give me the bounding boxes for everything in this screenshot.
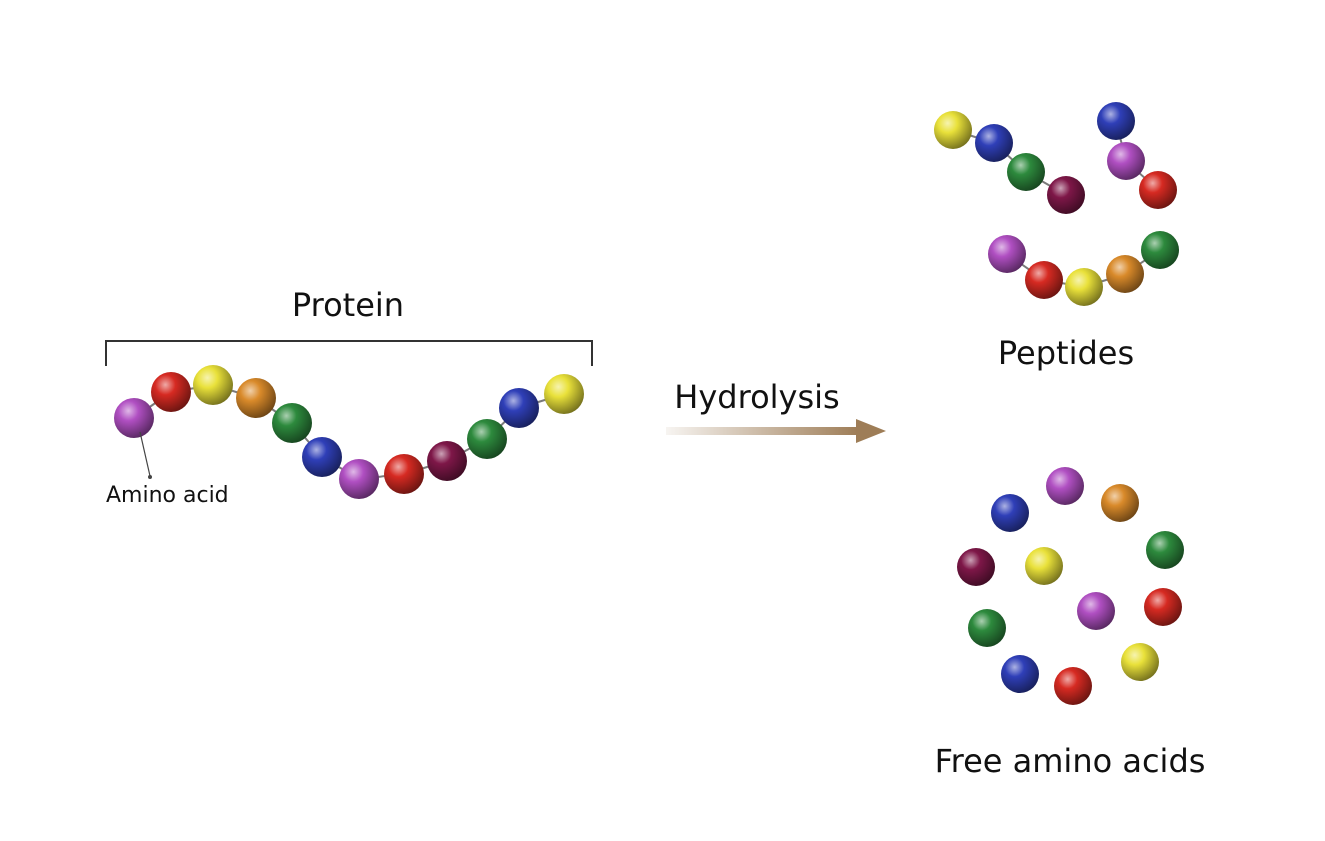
free-amino-acid-green [1146,531,1184,569]
amino-acid-maroon [427,441,467,481]
peptide-amino-acid-yellow [1065,268,1103,306]
amino-acid-orange [236,378,276,418]
hydrolysis-section: Hydrolysis [666,378,886,443]
amino-acid-green [467,419,507,459]
free-amino-acid-blue [991,494,1029,532]
amino-acid-yellow [544,374,584,414]
amino-acid-pointer-dot [148,475,152,479]
free-amino-acids-cluster [957,467,1184,705]
amino-acid-blue [302,437,342,477]
protein-section: Protein Amino acid [105,286,593,508]
free-amino-acid-blue [1001,655,1039,693]
amino-acid-red [151,372,191,412]
peptide-amino-acid-blue [975,124,1013,162]
peptide-amino-acid-maroon [1047,176,1085,214]
amino-acid-red [384,454,424,494]
hydrolysis-arrow-head [856,419,886,443]
hydrolysis-label: Hydrolysis [674,378,839,416]
amino-acid-green [272,403,312,443]
free-amino-acid-yellow [1025,547,1063,585]
peptide-amino-acid-green [1007,153,1045,191]
protein-label: Protein [292,286,404,324]
free-amino-acids-label: Free amino acids [935,742,1206,780]
amino-acid-purple [114,398,154,438]
free-amino-acid-red [1054,667,1092,705]
peptide-amino-acid-red [1025,261,1063,299]
amino-acid-pointer [139,431,151,477]
peptide-amino-acid-red [1139,171,1177,209]
peptide-amino-acid-green [1141,231,1179,269]
protein-chain [114,365,584,499]
peptides-label: Peptides [998,334,1134,372]
free-amino-acid-maroon [957,548,995,586]
free-amino-acid-yellow [1121,643,1159,681]
free-amino-acids-section: Free amino acids [935,467,1206,780]
free-amino-acid-green [968,609,1006,647]
peptide-amino-acid-purple [988,235,1026,273]
peptide-amino-acid-orange [1106,255,1144,293]
peptide-chains [934,102,1179,306]
peptide-amino-acid-yellow [934,111,972,149]
free-amino-acid-purple [1077,592,1115,630]
peptides-section: Peptides [934,102,1179,372]
amino-acid-blue [499,388,539,428]
amino-acid-yellow [193,365,233,405]
free-amino-acid-orange [1101,484,1139,522]
amino-acid-purple [339,459,379,499]
peptide-amino-acid-purple [1107,142,1145,180]
amino-acid-label: Amino acid [106,483,229,508]
protein-bracket [105,340,593,366]
peptide-amino-acid-blue [1097,102,1135,140]
free-amino-acid-purple [1046,467,1084,505]
free-amino-acid-red [1144,588,1182,626]
hydrolysis-arrow-shaft [666,427,858,435]
